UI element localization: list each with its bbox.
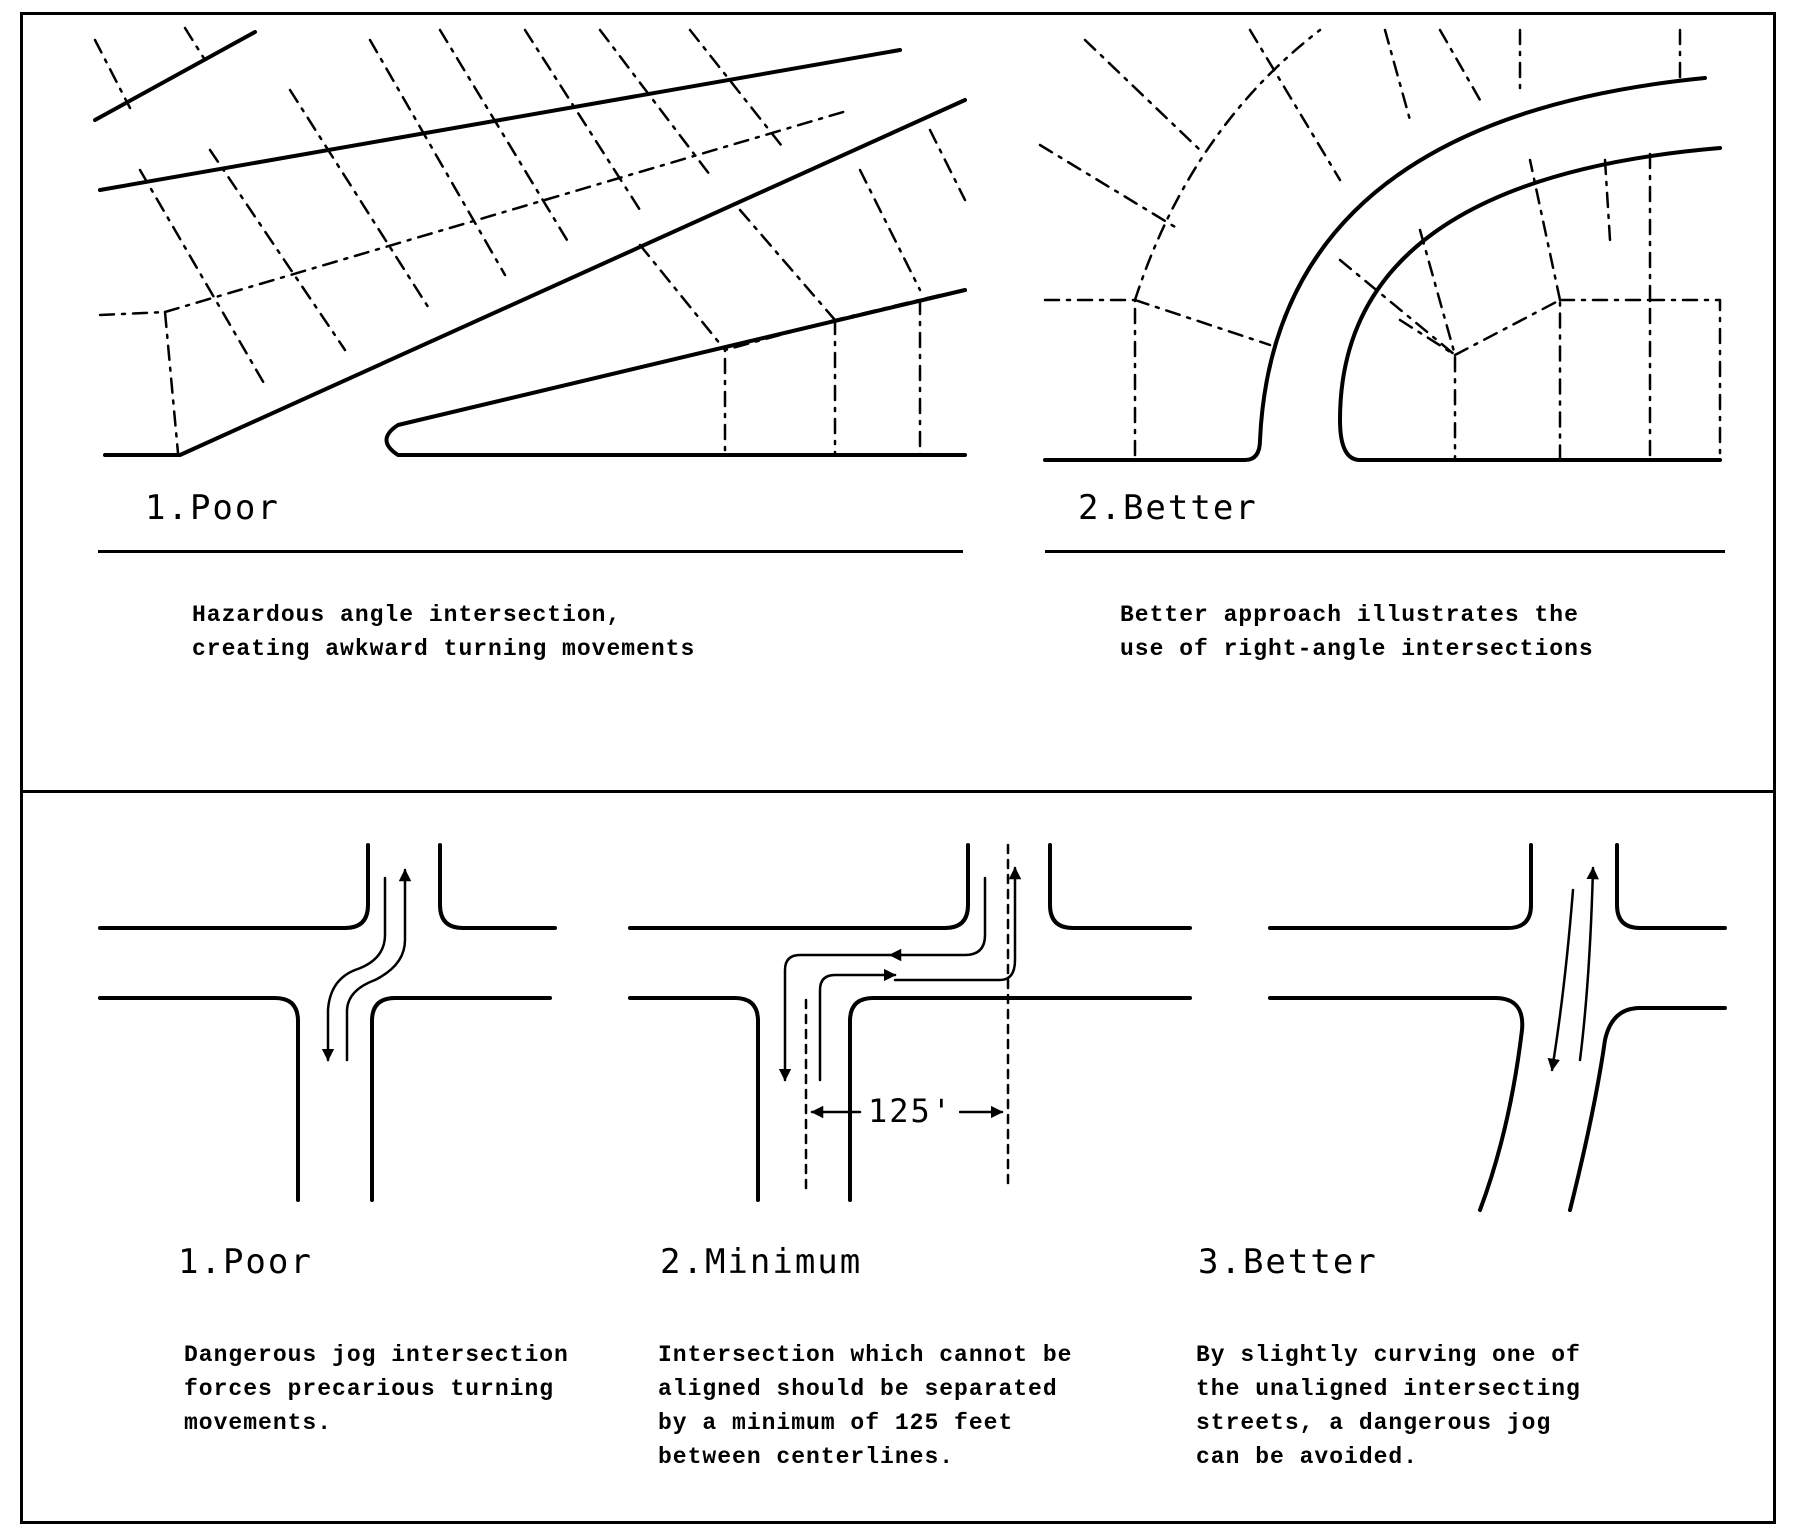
bottom-poor-label: 1.Poor [178,1242,313,1282]
caption-line: Dangerous jog intersection [184,1342,569,1368]
caption-line: Better approach illustrates the [1120,602,1579,628]
top-poor-label: 1.Poor [145,488,280,528]
top-poor-caption: Hazardous angle intersection, creating a… [192,598,695,666]
bottom-minimum-label: 2.Minimum [660,1242,863,1282]
bottom-minimum-caption: Intersection which cannot be aligned sho… [658,1338,1072,1474]
caption-line: forces precarious turning [184,1376,555,1402]
caption-line: use of right-angle intersections [1120,636,1594,662]
turning-paths [321,868,412,1062]
bottom-better-caption: By slightly curving one of the unaligned… [1196,1338,1581,1474]
caption-line: by a minimum of 125 feet [658,1410,1014,1436]
caption-line: movements. [184,1410,333,1436]
angle-intersection-diagram [93,26,967,457]
caption-line: between centerlines. [658,1444,955,1470]
section-divider [20,790,1776,793]
caption-line: By slightly curving one of [1196,1342,1581,1368]
top-better-caption: Better approach illustrates the use of r… [1120,598,1594,666]
bottom-poor-caption: Dangerous jog intersection forces precar… [184,1338,569,1440]
caption-line: Intersection which cannot be [658,1342,1073,1368]
turning-paths [778,866,1022,1082]
right-angle-diagram [1038,28,1722,462]
centerlines [804,843,1010,1197]
jog-intersection-diagram [98,843,557,1202]
road-edges [1268,843,1727,1212]
caption-line: streets, a dangerous jog [1196,1410,1552,1436]
caption-line: creating awkward turning movements [192,636,696,662]
caption-line: can be avoided. [1196,1444,1419,1470]
lot-lines [93,26,967,457]
turning-paths [1547,866,1599,1072]
top-poor-rule [98,550,963,553]
road-edges [1043,76,1722,462]
caption-line: aligned should be separated [658,1376,1058,1402]
top-better-label: 2.Better [1078,488,1258,528]
road-edges [628,843,1192,1202]
figure-frame [20,12,1776,1524]
offset-intersection-diagram [628,843,1192,1202]
caption-line: Hazardous angle intersection, [192,602,622,628]
caption-line: the unaligned intersecting [1196,1376,1581,1402]
offset-dimension-label: 125' [862,1092,960,1130]
top-better-rule [1045,550,1725,553]
road-edges [98,843,557,1202]
bottom-better-label: 3.Better [1198,1242,1378,1282]
lot-lines [1038,28,1722,462]
curved-approach-diagram [1268,843,1727,1212]
road-edges [93,30,967,457]
